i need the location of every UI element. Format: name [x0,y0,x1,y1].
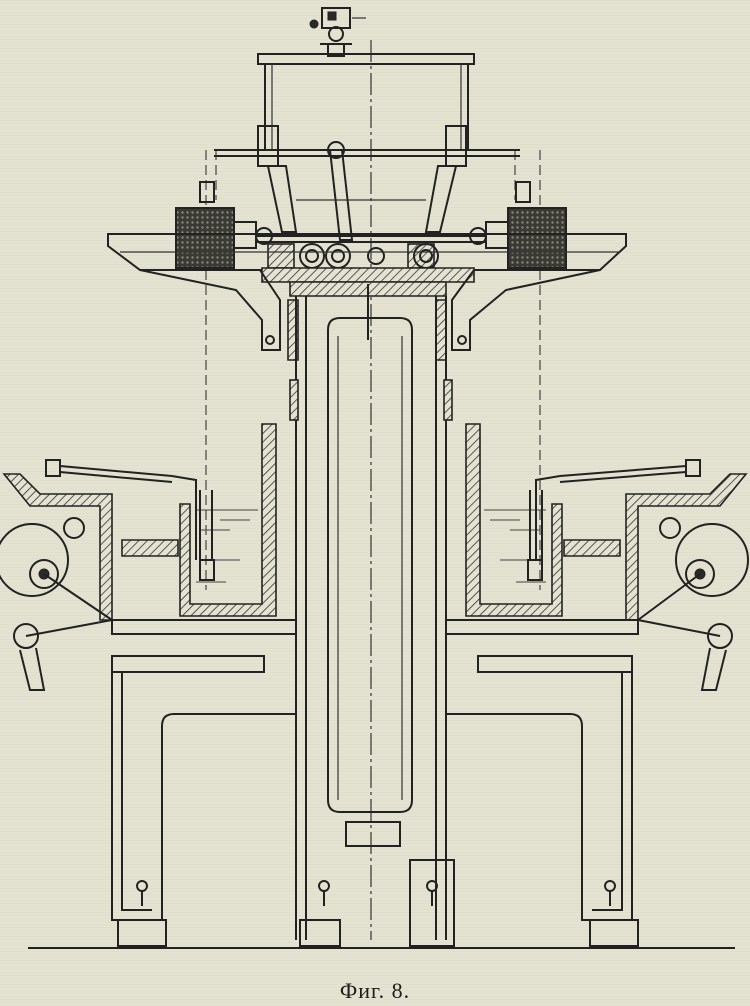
right-water-tank [465,423,563,617]
machine-drawing [0,7,749,949]
figure-caption: Фиг. 8. [339,978,411,1003]
right-drum [469,207,567,269]
right-lower-frame [446,672,639,947]
left-side-mechanism [0,459,297,691]
right-upper-bracket [435,269,601,361]
left-drum [175,207,273,269]
linkage-assembly [199,125,531,241]
top-tank [257,53,475,150]
left-lower-frame [111,672,296,947]
center-feet [299,859,455,947]
top-valve-assembly [309,7,366,57]
left-upper-bracket [139,269,299,361]
left-water-tank [179,423,277,617]
right-side-mechanism [445,459,749,691]
central-column [289,296,453,940]
